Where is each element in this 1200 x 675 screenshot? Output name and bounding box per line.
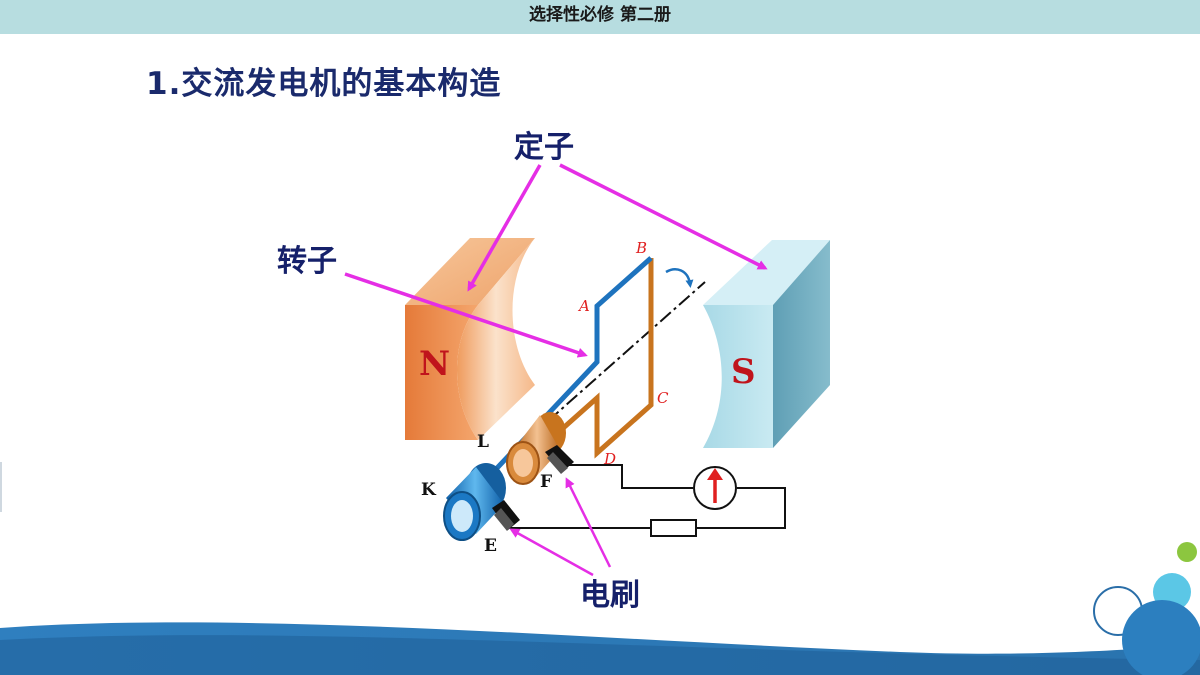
- callout-stator: 定子: [514, 130, 574, 165]
- brush-f: [545, 445, 574, 474]
- part-label-e: E: [484, 536, 497, 556]
- deco-circle-large: [1122, 600, 1200, 675]
- part-label-l: L: [477, 432, 489, 452]
- south-label: S: [731, 352, 756, 392]
- rotation-arrow: [665, 268, 694, 288]
- slip-ring-l: [506, 412, 566, 485]
- arrow-stator-to-s: [559, 163, 768, 270]
- rotation-axis: [547, 281, 706, 422]
- bottom-wave-highlight: [0, 635, 1200, 675]
- circuit-wire-top: [556, 464, 693, 489]
- brush-e: [492, 500, 520, 531]
- ammeter-needle-head: [707, 468, 723, 480]
- coil-orange-wire: [523, 258, 654, 464]
- callout-rotor: 转子: [277, 244, 337, 279]
- deco-circle-green: [1177, 542, 1197, 562]
- north-label: N: [419, 344, 450, 384]
- header-bar: [0, 0, 1200, 34]
- arrow-stator-to-n: [467, 164, 542, 292]
- arrow-rotor-to-coil: [344, 272, 588, 358]
- left-edge-marker: [0, 462, 2, 512]
- circuit-wire-right: [696, 487, 786, 529]
- header-title: 选择性必修 第二册: [529, 5, 671, 25]
- coil-label-b: B: [635, 239, 647, 257]
- part-label-f: F: [540, 472, 552, 492]
- coil-label-d: D: [603, 450, 616, 468]
- arrow-brush-to-f: [565, 477, 612, 568]
- part-label-k: K: [421, 480, 437, 500]
- arrow-brush-to-e: [509, 528, 594, 577]
- south-magnet: [703, 240, 830, 448]
- north-magnet: [405, 238, 535, 440]
- slip-ring-k: [443, 463, 506, 541]
- slide-title: 1.交流发电机的基本构造: [146, 66, 502, 102]
- resistor: [650, 519, 697, 537]
- callout-brush: 电刷: [580, 578, 640, 613]
- coil-label-c: C: [657, 389, 669, 407]
- coil-label-a: A: [577, 297, 590, 315]
